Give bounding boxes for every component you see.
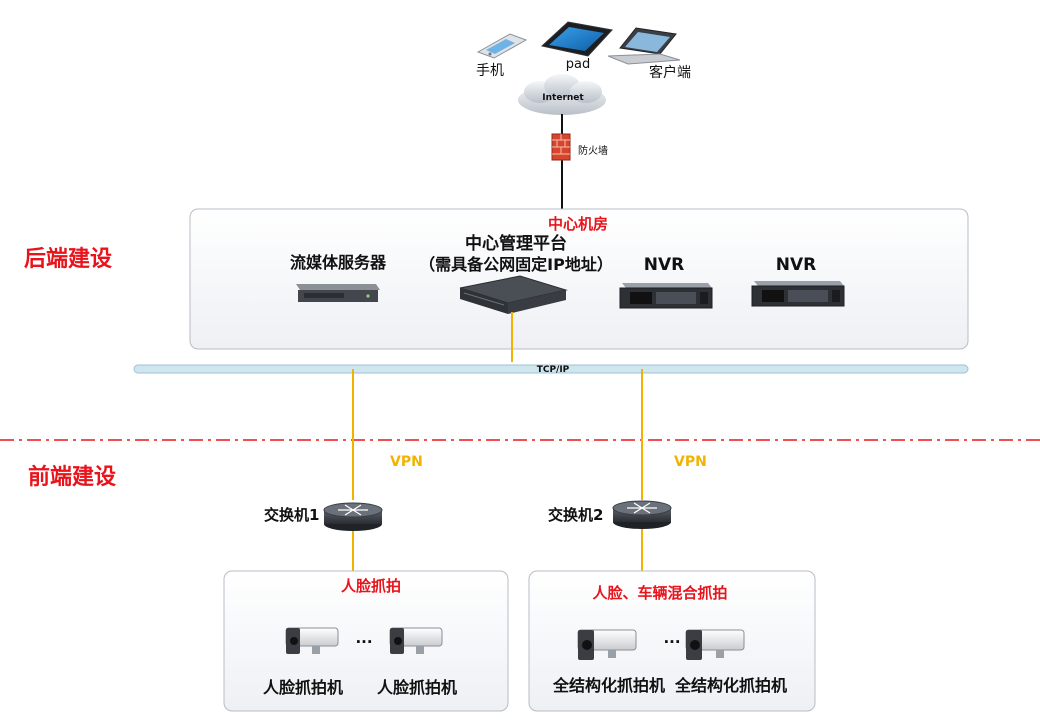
tcp-ip-network-bar — [133, 364, 969, 374]
right-camera1-label: 全结构化抓拍机 — [552, 676, 665, 695]
face-camera-icon — [389, 627, 443, 654]
client-label: 客户端 — [649, 64, 691, 81]
switch2-icon — [612, 500, 672, 529]
structured-camera-icon — [685, 629, 745, 660]
vpn-left-label: VPN — [390, 454, 423, 470]
left-group-title: 人脸抓拍 — [341, 577, 401, 595]
left-camera1-label: 人脸抓拍机 — [263, 678, 343, 697]
structured-camera-icon — [577, 629, 637, 660]
right-camera2-label: 全结构化抓拍机 — [674, 676, 787, 695]
nvr1-label: NVR — [644, 255, 684, 275]
phone-label: 手机 — [476, 63, 504, 79]
switch1-label: 交换机1 — [264, 506, 319, 524]
streaming-server-label: 流媒体服务器 — [290, 253, 387, 272]
platform-label-line1: 中心管理平台 — [465, 233, 567, 254]
nvr2-label: NVR — [776, 255, 816, 275]
platform-label-line2: （需具备公网固定IP地址） — [419, 255, 613, 274]
platform-server-icon — [459, 275, 568, 314]
section-frontend-label: 前端建设 — [28, 464, 116, 490]
right-camera-group-box — [528, 570, 816, 712]
laptop-icon — [607, 27, 681, 65]
left-group-ellipsis: ... — [355, 629, 372, 647]
nvr2-icon — [751, 281, 845, 307]
section-backend-label: 后端建设 — [24, 247, 112, 272]
switch2-label: 交换机2 — [548, 506, 603, 524]
switch1-icon — [323, 502, 383, 531]
left-camera-group-box — [223, 570, 509, 712]
tcp-ip-label: TCP/IP — [537, 365, 570, 375]
face-camera-icon — [285, 627, 339, 654]
right-group-ellipsis: ... — [663, 629, 680, 647]
nvr1-icon — [619, 283, 713, 309]
firewall-icon — [551, 133, 571, 161]
streaming-server-icon — [296, 284, 380, 302]
center-room-title: 中心机房 — [548, 215, 608, 233]
internet-cloud-icon — [518, 74, 606, 115]
pad-icon — [540, 21, 613, 57]
vpn-right-label: VPN — [674, 454, 707, 470]
pad-label: pad — [566, 57, 590, 72]
center-room-box — [189, 208, 969, 350]
right-group-title: 人脸、车辆混合抓拍 — [592, 584, 727, 602]
firewall-label: 防火墙 — [578, 144, 608, 157]
phone-icon — [476, 33, 528, 59]
left-camera2-label: 人脸抓拍机 — [377, 678, 457, 697]
internet-label: Internet — [542, 93, 584, 103]
